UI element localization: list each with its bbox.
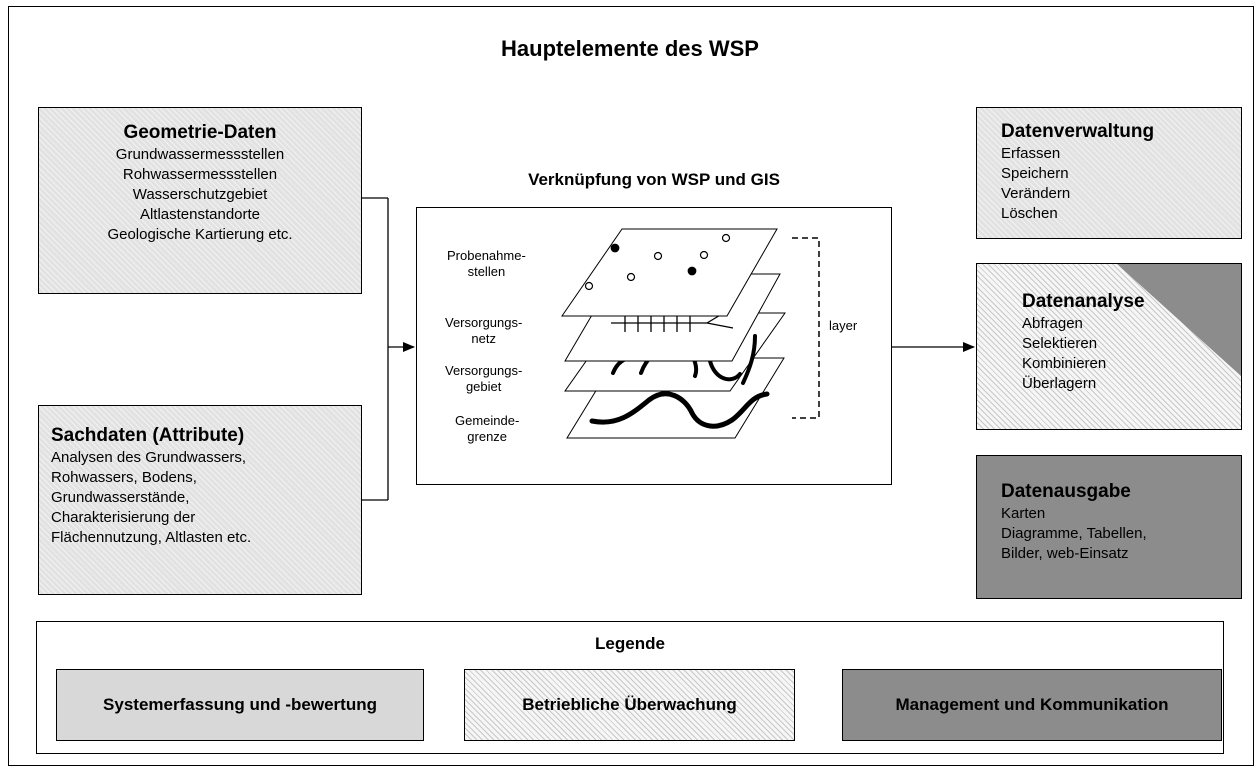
datenausgabe-heading: Datenausgabe bbox=[1001, 481, 1131, 502]
datenausgabe-line: Karten bbox=[1001, 505, 1046, 522]
legend-item-management: Management und Kommunikation bbox=[842, 669, 1222, 741]
geometrie-heading: Geometrie-Daten bbox=[123, 122, 277, 143]
datenanalyse-box: Datenanalyse Abfragen Selektieren Kombin… bbox=[976, 263, 1242, 430]
sachdaten-heading: Sachdaten (Attribute) bbox=[51, 425, 245, 446]
geometrie-daten-box: Geometrie-Daten Grundwassermessstellen R… bbox=[38, 107, 362, 294]
legend-title: Legende bbox=[595, 634, 665, 653]
datenanalyse-line: Selektieren bbox=[1022, 335, 1098, 352]
geometrie-line: Grundwassermessstellen bbox=[115, 146, 285, 163]
supply-area-segment bbox=[741, 334, 757, 385]
sachdaten-box: Sachdaten (Attribute) Analysen des Grund… bbox=[38, 405, 362, 595]
datenanalyse-heading: Datenanalyse bbox=[1022, 291, 1145, 312]
layer-label-probenahmestellen: Probenahme- stellen bbox=[447, 248, 526, 280]
layer-text: layer bbox=[829, 318, 858, 333]
sampling-points bbox=[584, 233, 731, 291]
geometrie-line: Rohwassermessstellen bbox=[122, 166, 278, 183]
gis-layer-box: Probenahme- stellen Versorgungs- netz Ve… bbox=[416, 207, 892, 485]
layer-label-versorgungsnetz: Versorgungs- netz bbox=[445, 315, 522, 347]
layer-label-line: Versorgungs- bbox=[445, 363, 523, 378]
geometrie-line: Geologische Kartierung etc. bbox=[107, 226, 293, 243]
datenausgabe-line: Diagramme, Tabellen, bbox=[1001, 525, 1147, 542]
legend-item-systemerfassung: Systemerfassung und -bewertung bbox=[56, 669, 424, 741]
datenanalyse-line: Kombinieren bbox=[1022, 355, 1107, 372]
diagram-frame bbox=[8, 6, 1254, 766]
layer-label-gemeindegrenze: Gemeinde- grenze bbox=[455, 413, 519, 445]
sachdaten-line: Flächennutzung, Altlasten etc. bbox=[51, 529, 252, 546]
diagram-title: Hauptelemente des WSP bbox=[501, 36, 759, 61]
datenverwaltung-line: Löschen bbox=[1001, 205, 1058, 222]
sachdaten-line: Analysen des Grundwassers, bbox=[51, 449, 247, 466]
datenverwaltung-line: Speichern bbox=[1001, 165, 1069, 182]
sachdaten-line: Charakterisierung der bbox=[51, 509, 196, 526]
layer-label-line: grenze bbox=[467, 429, 508, 444]
datenverwaltung-heading: Datenverwaltung bbox=[1001, 121, 1155, 142]
datenausgabe-line: Bilder, web-Einsatz bbox=[1001, 545, 1129, 562]
legend-item-label: Systemerfassung und -bewertung bbox=[103, 695, 377, 714]
legend-item-label: Management und Kommunikation bbox=[895, 695, 1169, 714]
municipal-boundary-line bbox=[589, 391, 770, 429]
layer-label-line: netz bbox=[471, 331, 496, 346]
layer-label-line: stellen bbox=[467, 264, 506, 279]
geometrie-line: Wasserschutzgebiet bbox=[132, 186, 268, 203]
layer-stack-illustration bbox=[561, 228, 820, 439]
datenanalyse-corner-fill bbox=[1117, 264, 1241, 376]
sachdaten-line: Grundwasserstände, bbox=[51, 489, 190, 506]
datenausgabe-box: Datenausgabe Karten Diagramme, Tabellen,… bbox=[976, 455, 1242, 599]
datenverwaltung-line: Verändern bbox=[1001, 185, 1071, 202]
supply-network-lines bbox=[611, 310, 734, 332]
sachdaten-line: Rohwassers, Bodens, bbox=[51, 469, 197, 486]
datenverwaltung-box: Datenverwaltung Erfassen Speichern Verän… bbox=[976, 107, 1242, 239]
layer-label-line: Probenahme- bbox=[447, 248, 526, 263]
gis-link-title: Verknüpfung von WSP und GIS bbox=[528, 170, 780, 189]
layer-bracket bbox=[792, 237, 820, 419]
datenanalyse-line: Abfragen bbox=[1022, 315, 1083, 332]
datenverwaltung-line: Erfassen bbox=[1001, 145, 1061, 162]
geometrie-line: Altlastenstandorte bbox=[139, 206, 261, 223]
supply-area-segment bbox=[708, 359, 742, 382]
legend-item-ueberwachung: Betriebliche Überwachung bbox=[464, 669, 795, 741]
layer-label-line: Versorgungs- bbox=[445, 315, 523, 330]
layer-label-line: Gemeinde- bbox=[455, 413, 520, 428]
datenanalyse-line: Überlagern bbox=[1022, 375, 1097, 392]
layer-label-versorgungsgebiet: Versorgungs- gebiet bbox=[445, 363, 522, 395]
legend-item-label: Betriebliche Überwachung bbox=[522, 695, 737, 714]
layer-label-line: gebiet bbox=[465, 379, 502, 394]
